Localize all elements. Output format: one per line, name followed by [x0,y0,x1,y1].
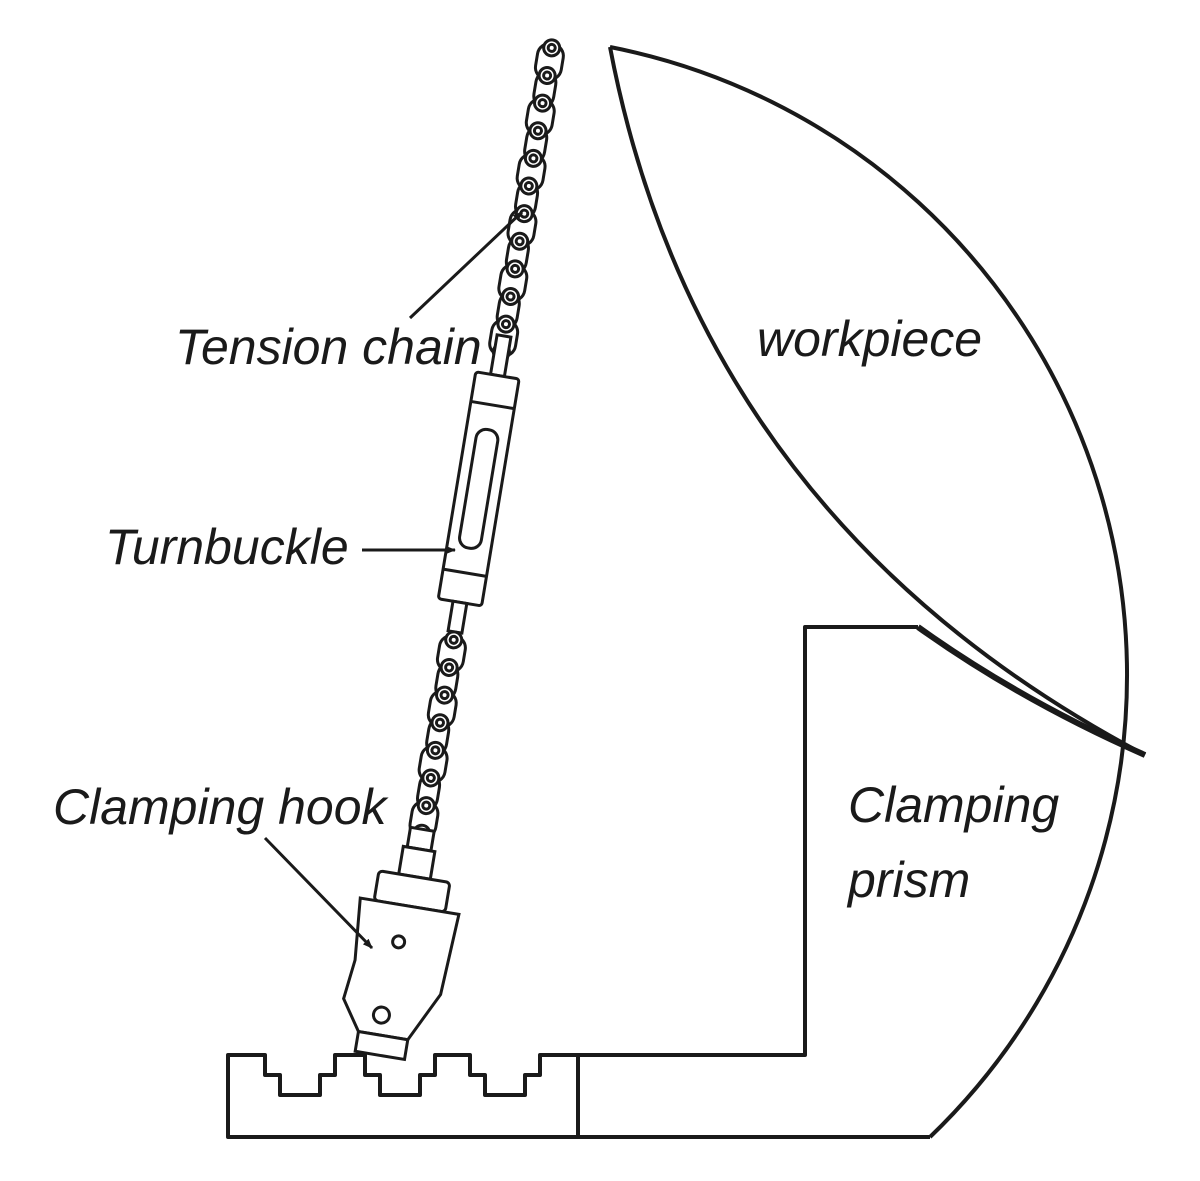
chain-pin-hole [523,181,534,192]
label-tension-chain: Tension chain [175,319,482,375]
chain-pin-hole [542,70,553,81]
turnbuckle [437,333,521,635]
chain-pin-hole [510,263,521,274]
chain-pin-hole [421,800,432,811]
label-turnbuckle: Turnbuckle [105,519,349,575]
chain-pin-hole [505,291,516,302]
chain-pin-hole [448,634,459,645]
clamping-hook-arrow [263,836,374,950]
chain-pin-hole [532,125,543,136]
chain-pin-hole [444,662,455,673]
workpiece-outer-arc [609,45,1130,1139]
label-clamping-prism-2: prism [846,852,970,908]
chain-pin-hole [434,717,445,728]
workpiece-contact-edge [916,624,1147,758]
chain-pin-hole [430,745,441,756]
label-workpiece: workpiece [757,311,982,367]
workpiece-inner-curve [608,46,1146,757]
chain-pin-hole [425,772,436,783]
chain-pin-hole [546,42,557,53]
chain-assembly [342,38,565,1062]
chain-pin-hole [514,236,525,247]
label-clamping-hook: Clamping hook [53,779,390,835]
chain-pin-hole [439,690,450,701]
clamping-hook [342,825,461,1062]
chain-pin-hole [528,153,539,164]
tension-chain-arrow [408,210,524,320]
chain-pin-hole [500,319,511,330]
chain-pin-hole [537,98,548,109]
tension-chain [488,38,565,362]
clamping-prism [578,625,918,1057]
lower-chain [408,630,467,843]
base-plate [226,1053,930,1139]
label-clamping-prism-1: Clamping [848,777,1059,833]
